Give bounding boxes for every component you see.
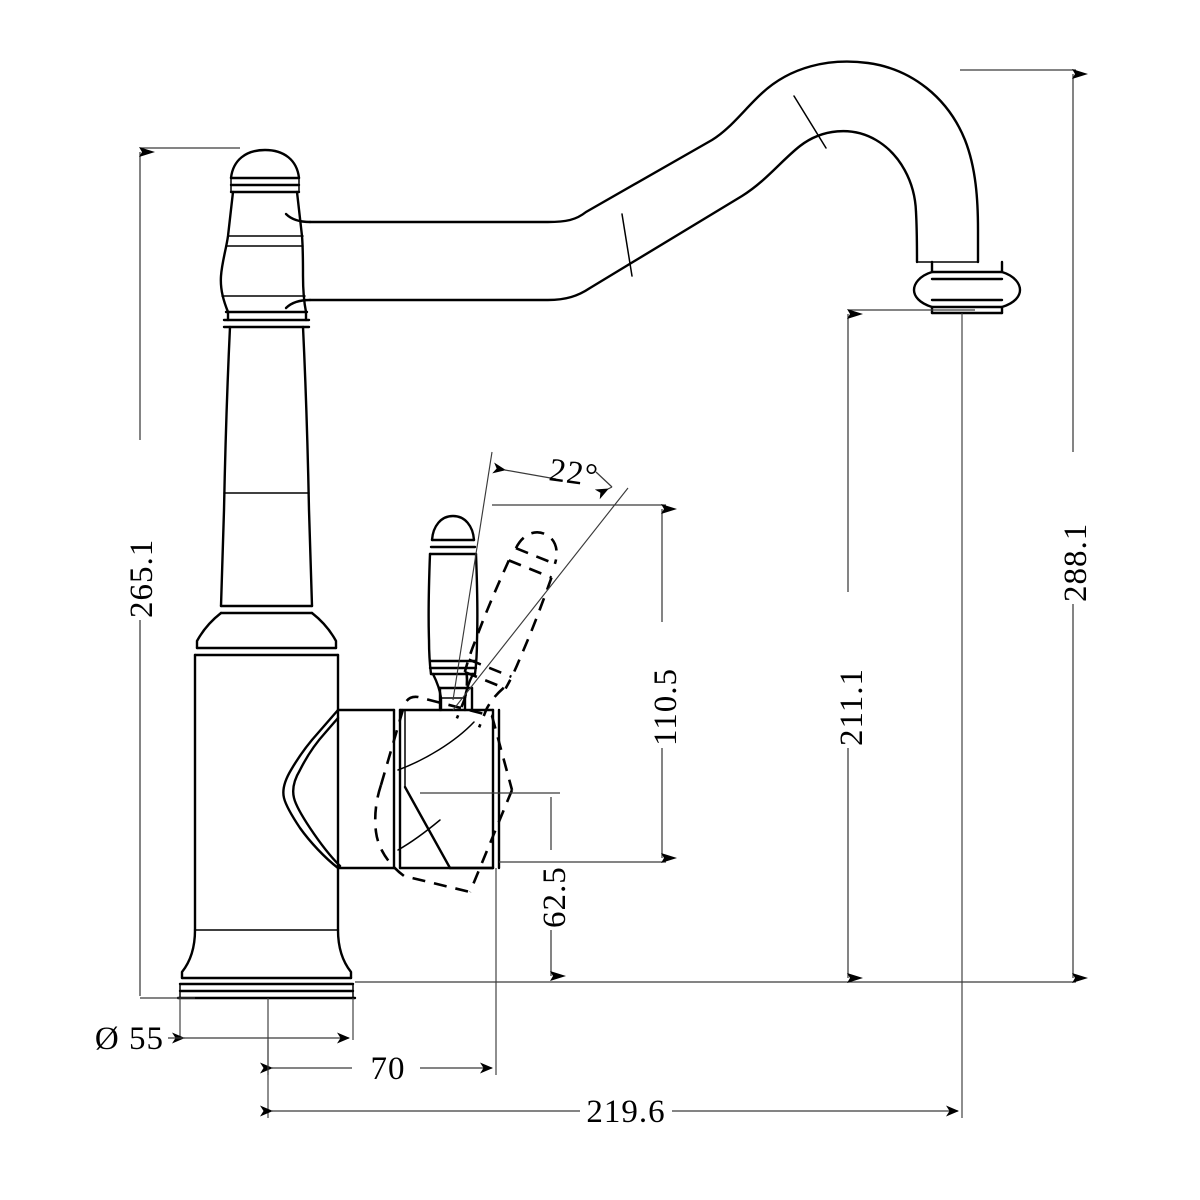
dimension-label-265-1: 265.1: [124, 539, 160, 618]
dimension-label-62-5: 62.5: [537, 866, 573, 928]
dimension-dia-55: Ø 55: [95, 998, 354, 1057]
lower-column: [219, 325, 314, 615]
lever-handle-rotated-phantom: [455, 531, 558, 728]
lever-handle: [427, 514, 479, 712]
valve-body: [282, 686, 501, 870]
dimension-110-5: 110.5: [492, 504, 684, 863]
dimension-219-6: 219.6: [260, 313, 963, 1130]
dimension-label-211-1: 211.1: [834, 668, 870, 746]
dimension-label-110-5: 110.5: [648, 668, 684, 746]
dimension-22-deg: 22°: [452, 451, 629, 711]
base-escutcheon: [176, 611, 357, 1000]
valve-body-rotated-phantom: [373, 695, 514, 894]
dimension-62-5: 62.5: [420, 792, 573, 981]
dimension-label-219-6: 219.6: [586, 1094, 665, 1130]
dimension-70: 70: [260, 868, 497, 1087]
dimension-label-288-1: 288.1: [1058, 523, 1094, 602]
dimension-265-1: 265.1: [124, 147, 240, 999]
dimension-label-22-deg: 22°: [547, 452, 601, 494]
dimension-label-dia-55: Ø 55: [95, 1021, 164, 1057]
faucet-geometry: [176, 60, 1022, 1000]
finial-cap: [229, 148, 301, 194]
dimension-288-1: 288.1: [355, 69, 1094, 983]
spout-outlet: [912, 260, 1022, 315]
spout-arm: [284, 60, 980, 310]
dimension-211-1: 211.1: [834, 309, 975, 983]
dimension-label-70: 70: [371, 1051, 406, 1087]
upper-column: [219, 190, 311, 329]
